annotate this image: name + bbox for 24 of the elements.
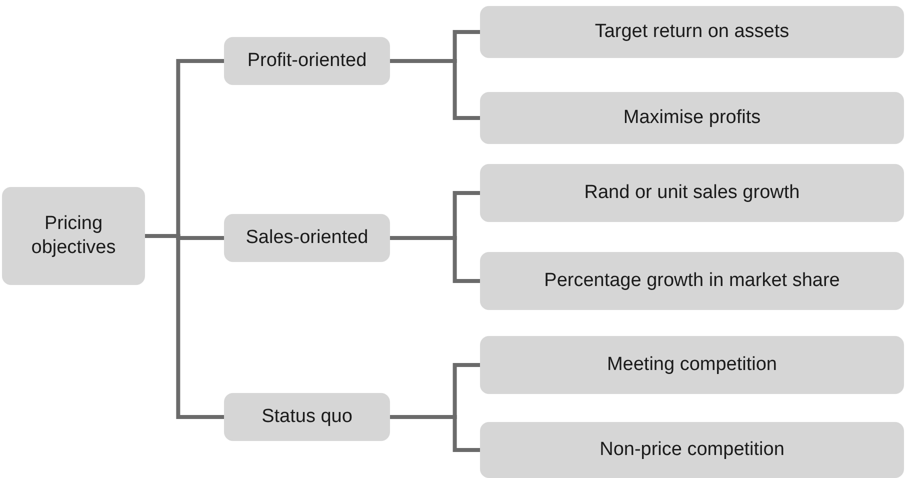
category-label: Rand or unit sales growth	[584, 181, 800, 205]
category-label: Status quo	[262, 405, 352, 429]
category-box	[224, 214, 390, 262]
category-label: Profit-oriented	[247, 49, 367, 73]
category-box	[480, 422, 904, 478]
category-label: Non-price competition	[600, 438, 784, 462]
category-label: Pricing objectives	[30, 212, 117, 260]
connector-line	[390, 59, 480, 120]
connector-line	[145, 234, 224, 419]
category-label: Percentage growth in market share	[544, 269, 840, 293]
category-box	[480, 164, 904, 222]
category-label: Sales-oriented	[246, 226, 368, 250]
category-box	[224, 37, 390, 85]
category-box	[480, 252, 904, 310]
category-box	[2, 187, 145, 285]
category-box	[480, 6, 904, 58]
category-box	[224, 393, 390, 441]
category-label: Target return on assets	[594, 20, 790, 44]
connector-line	[390, 415, 480, 452]
category-box	[480, 92, 904, 144]
category-box	[480, 336, 904, 394]
category-label: Maximise profits	[623, 106, 761, 130]
category-label: Meeting competition	[606, 353, 778, 377]
connector-line	[390, 236, 480, 283]
